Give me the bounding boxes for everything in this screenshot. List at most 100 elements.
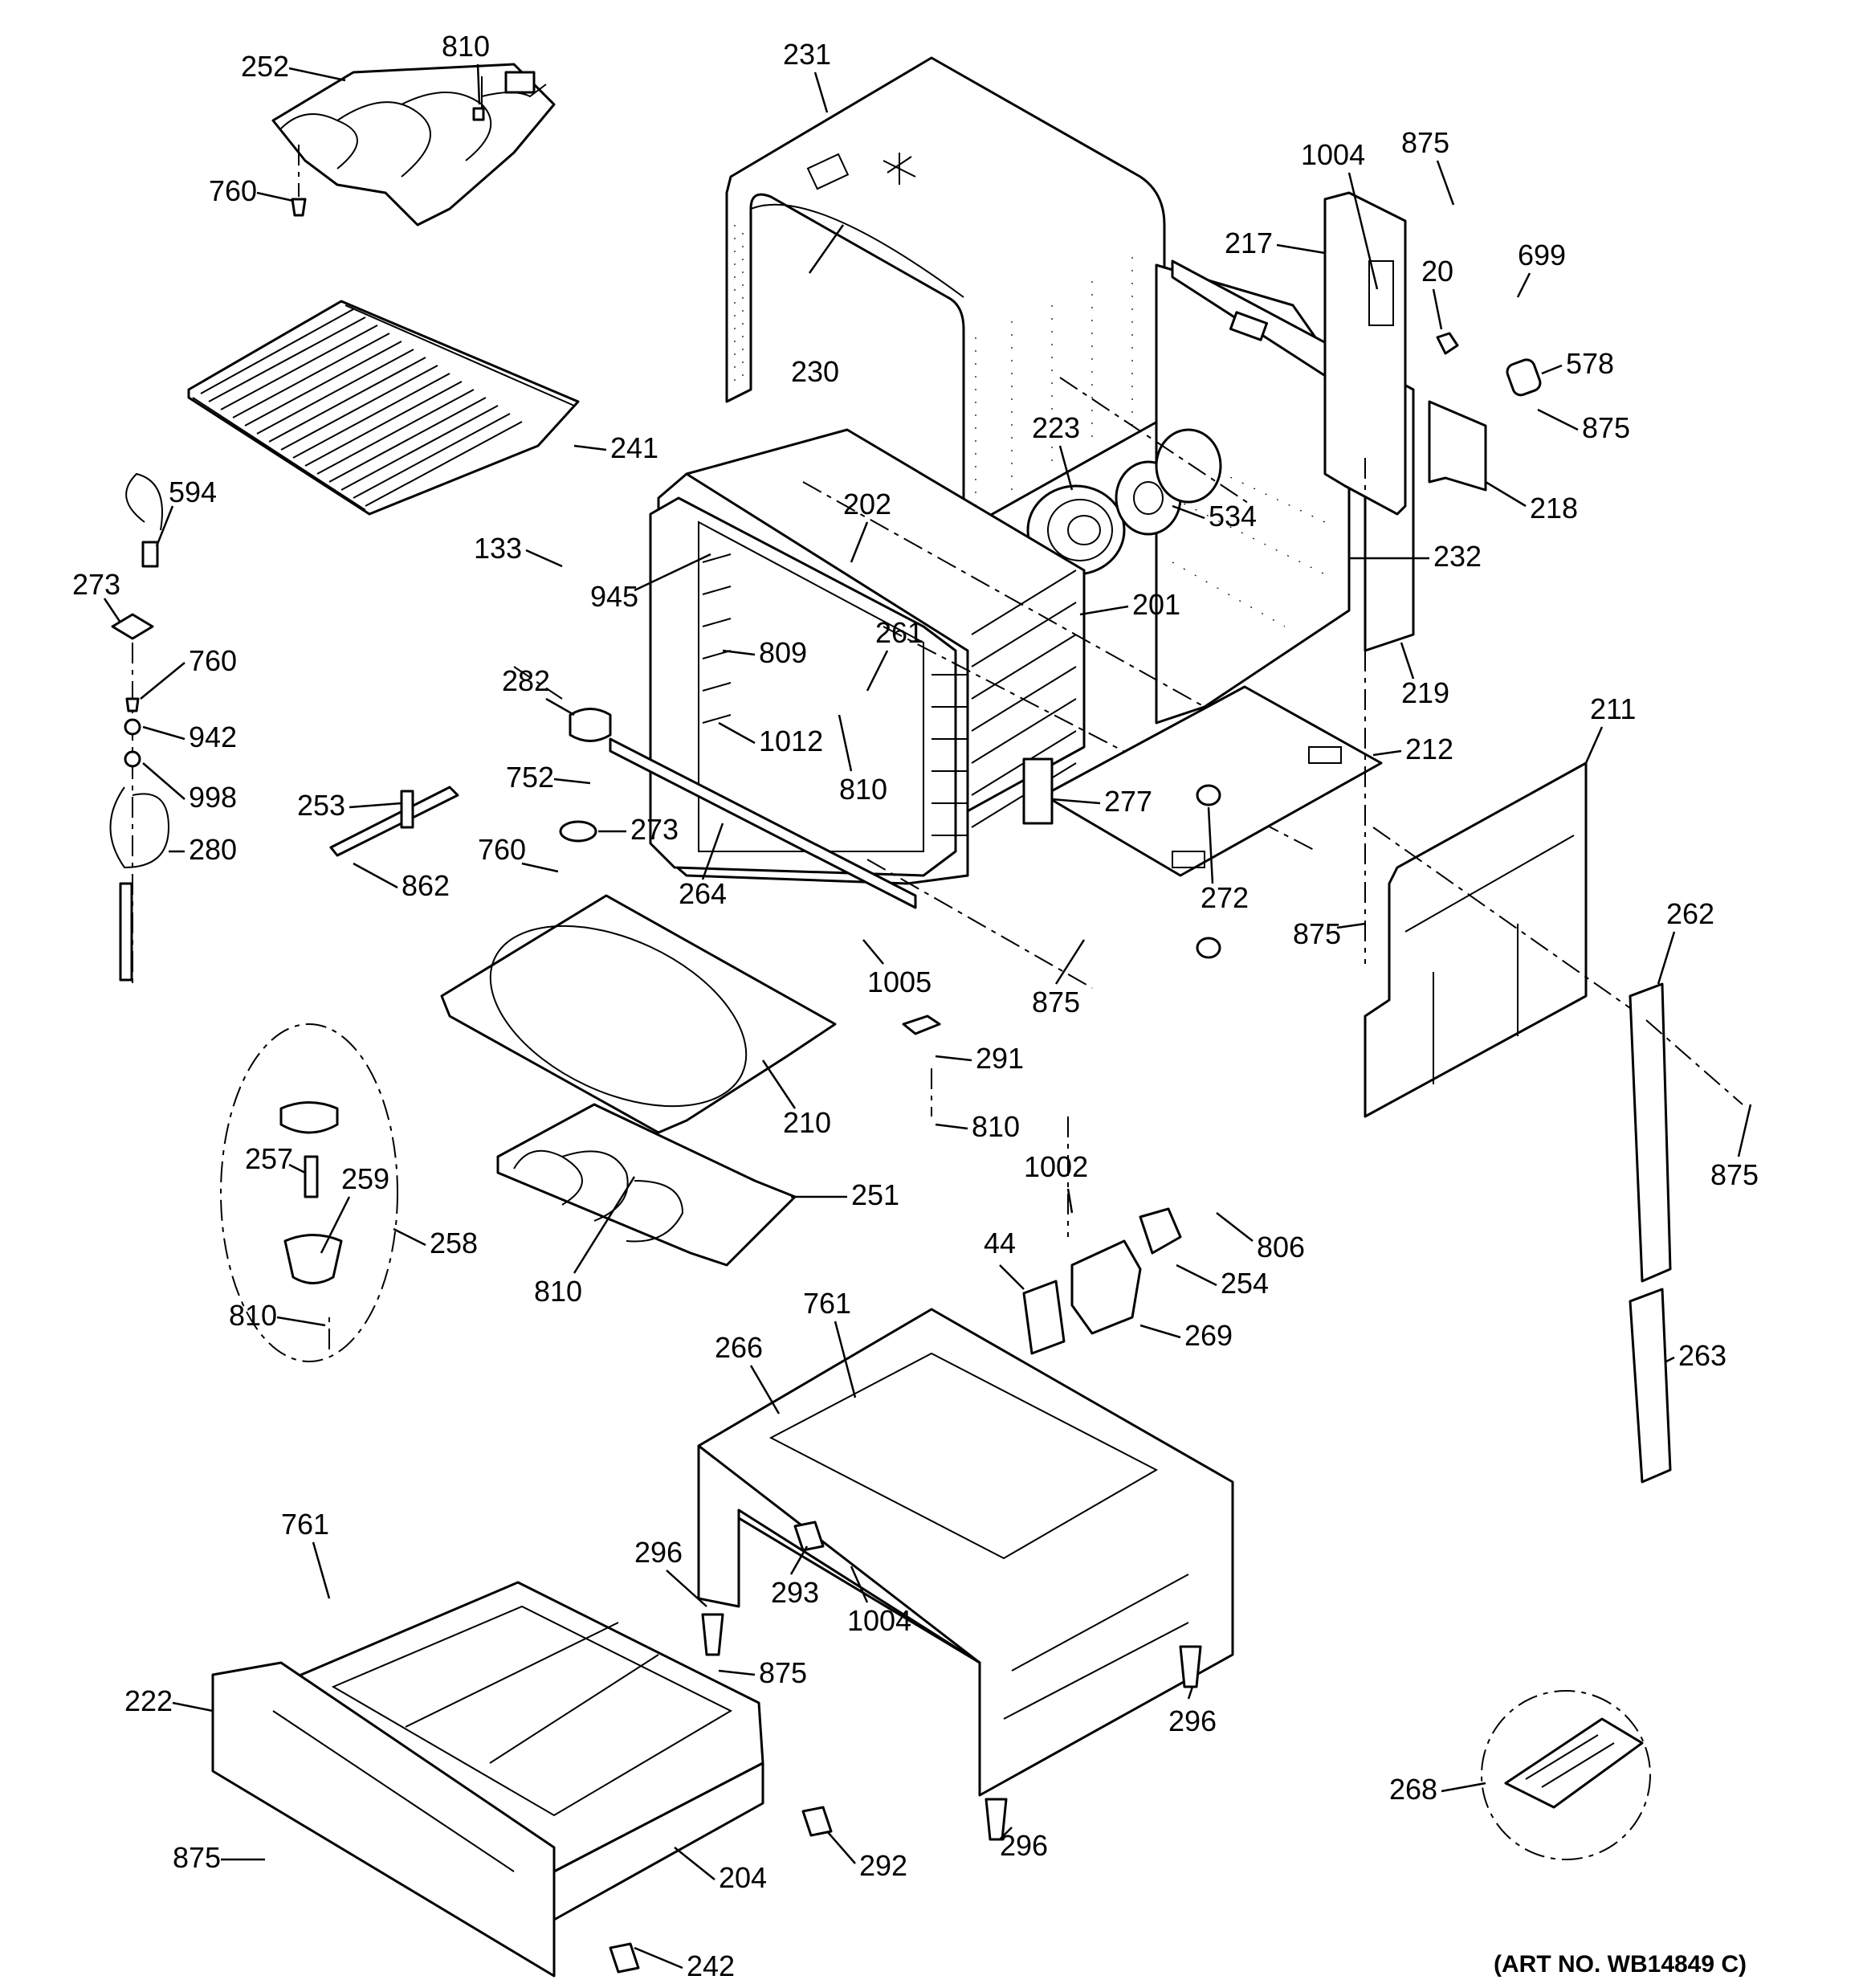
label-810: 810 — [442, 30, 490, 63]
label-810: 810 — [839, 773, 887, 806]
label-259: 259 — [341, 1162, 389, 1195]
label-1002: 1002 — [1024, 1150, 1088, 1183]
label-534: 534 — [1209, 500, 1257, 533]
label-875: 875 — [1401, 126, 1449, 159]
bake-cover-210 — [440, 894, 837, 1134]
label-269: 269 — [1184, 1319, 1233, 1352]
label-211: 211 — [1590, 692, 1636, 725]
label-760: 760 — [209, 174, 257, 207]
igniter-detail-258 — [220, 1023, 398, 1362]
label-296: 296 — [1000, 1829, 1048, 1862]
label-268: 268 — [1389, 1773, 1437, 1806]
broil-element-252 — [271, 63, 556, 227]
drawer-chassis-266 — [697, 1308, 1234, 1797]
label-263: 263 — [1678, 1339, 1726, 1372]
legs-296 — [701, 1521, 1202, 1841]
burner-282 — [569, 708, 612, 742]
label-292: 292 — [859, 1849, 907, 1882]
bracket-291 — [902, 1014, 941, 1035]
label-223: 223 — [1032, 411, 1080, 444]
label-133: 133 — [474, 532, 522, 565]
label-44: 44 — [984, 1227, 1016, 1259]
label-204: 204 — [719, 1861, 767, 1894]
trim-262 — [1629, 982, 1672, 1484]
label-222: 222 — [124, 1684, 173, 1717]
label-760: 760 — [478, 833, 526, 866]
label-810: 810 — [229, 1299, 277, 1332]
label-241: 241 — [610, 431, 658, 464]
label-875: 875 — [1293, 917, 1341, 950]
oven-cavity-201 — [649, 428, 1318, 885]
label-752: 752 — [506, 761, 554, 794]
label-20: 20 — [1421, 255, 1453, 288]
sensor-253 — [329, 786, 459, 857]
screw-810-top — [472, 107, 485, 121]
oven-rack-241 — [187, 300, 580, 516]
label-230: 230 — [791, 355, 839, 388]
label-210: 210 — [783, 1106, 831, 1139]
bracket-269 — [1022, 1207, 1182, 1355]
guide-lines — [328, 377, 1743, 1349]
bake-element-251 — [496, 1103, 797, 1267]
label-262: 262 — [1666, 897, 1714, 930]
label-212: 212 — [1405, 733, 1453, 765]
label-1004: 1004 — [847, 1604, 911, 1637]
label-280: 280 — [189, 833, 237, 866]
label-942: 942 — [189, 720, 237, 753]
oven-bottom-212 — [1042, 685, 1383, 877]
grommet-273-left — [111, 613, 154, 640]
label-257: 257 — [245, 1142, 293, 1175]
label-875: 875 — [1582, 411, 1630, 444]
label-296: 296 — [1168, 1704, 1217, 1737]
label-578: 578 — [1566, 347, 1614, 380]
label-217: 217 — [1225, 227, 1273, 259]
detail-268 — [1481, 1690, 1651, 1860]
sensor-280 — [109, 643, 170, 988]
label-1005: 1005 — [867, 965, 932, 998]
label-945: 945 — [590, 580, 638, 613]
label-875: 875 — [1710, 1158, 1759, 1191]
label-232: 232 — [1433, 540, 1482, 573]
label-201: 201 — [1132, 588, 1180, 621]
label-810: 810 — [534, 1275, 582, 1308]
drawer-glides — [609, 1806, 833, 1974]
back-cover-211 — [1364, 761, 1588, 1118]
label-594: 594 — [169, 476, 217, 508]
label-760: 760 — [189, 644, 237, 677]
label-862: 862 — [402, 869, 450, 902]
label-875: 875 — [173, 1841, 221, 1874]
label-998: 998 — [189, 781, 237, 814]
label-1012: 1012 — [759, 725, 823, 757]
label-291: 291 — [976, 1042, 1024, 1075]
label-252: 252 — [241, 50, 289, 83]
label-242: 242 — [687, 1949, 735, 1982]
label-254: 254 — [1221, 1267, 1269, 1300]
top-cover-231 — [725, 56, 1166, 532]
label-296: 296 — [634, 1536, 683, 1569]
label-218: 218 — [1530, 492, 1578, 525]
label-258: 258 — [430, 1227, 478, 1259]
label-272: 272 — [1201, 881, 1249, 914]
label-219: 219 — [1401, 676, 1449, 709]
label-761: 761 — [281, 1508, 329, 1541]
label-761: 761 — [803, 1287, 851, 1320]
gasket-273-mid — [559, 820, 597, 843]
label-809: 809 — [759, 636, 807, 669]
label-231: 231 — [783, 38, 831, 71]
label-202: 202 — [843, 488, 891, 520]
callouts: 252 810 760 231 230 1004 875 217 20 699 … — [72, 30, 1759, 1982]
art-number: (ART NO. WB14849 C) — [1494, 1951, 1747, 1978]
label-277: 277 — [1104, 785, 1152, 818]
screw-760-top — [291, 145, 307, 217]
label-282: 282 — [502, 664, 550, 697]
label-273: 273 — [72, 568, 120, 601]
probe-594 — [125, 472, 163, 568]
label-806: 806 — [1257, 1231, 1305, 1263]
side-bracket-217 — [1323, 191, 1542, 516]
label-266: 266 — [715, 1331, 763, 1364]
label-810: 810 — [972, 1110, 1020, 1143]
door-hinge-264 — [609, 737, 917, 909]
label-875: 875 — [759, 1656, 807, 1689]
spacers-272 — [1196, 784, 1221, 959]
